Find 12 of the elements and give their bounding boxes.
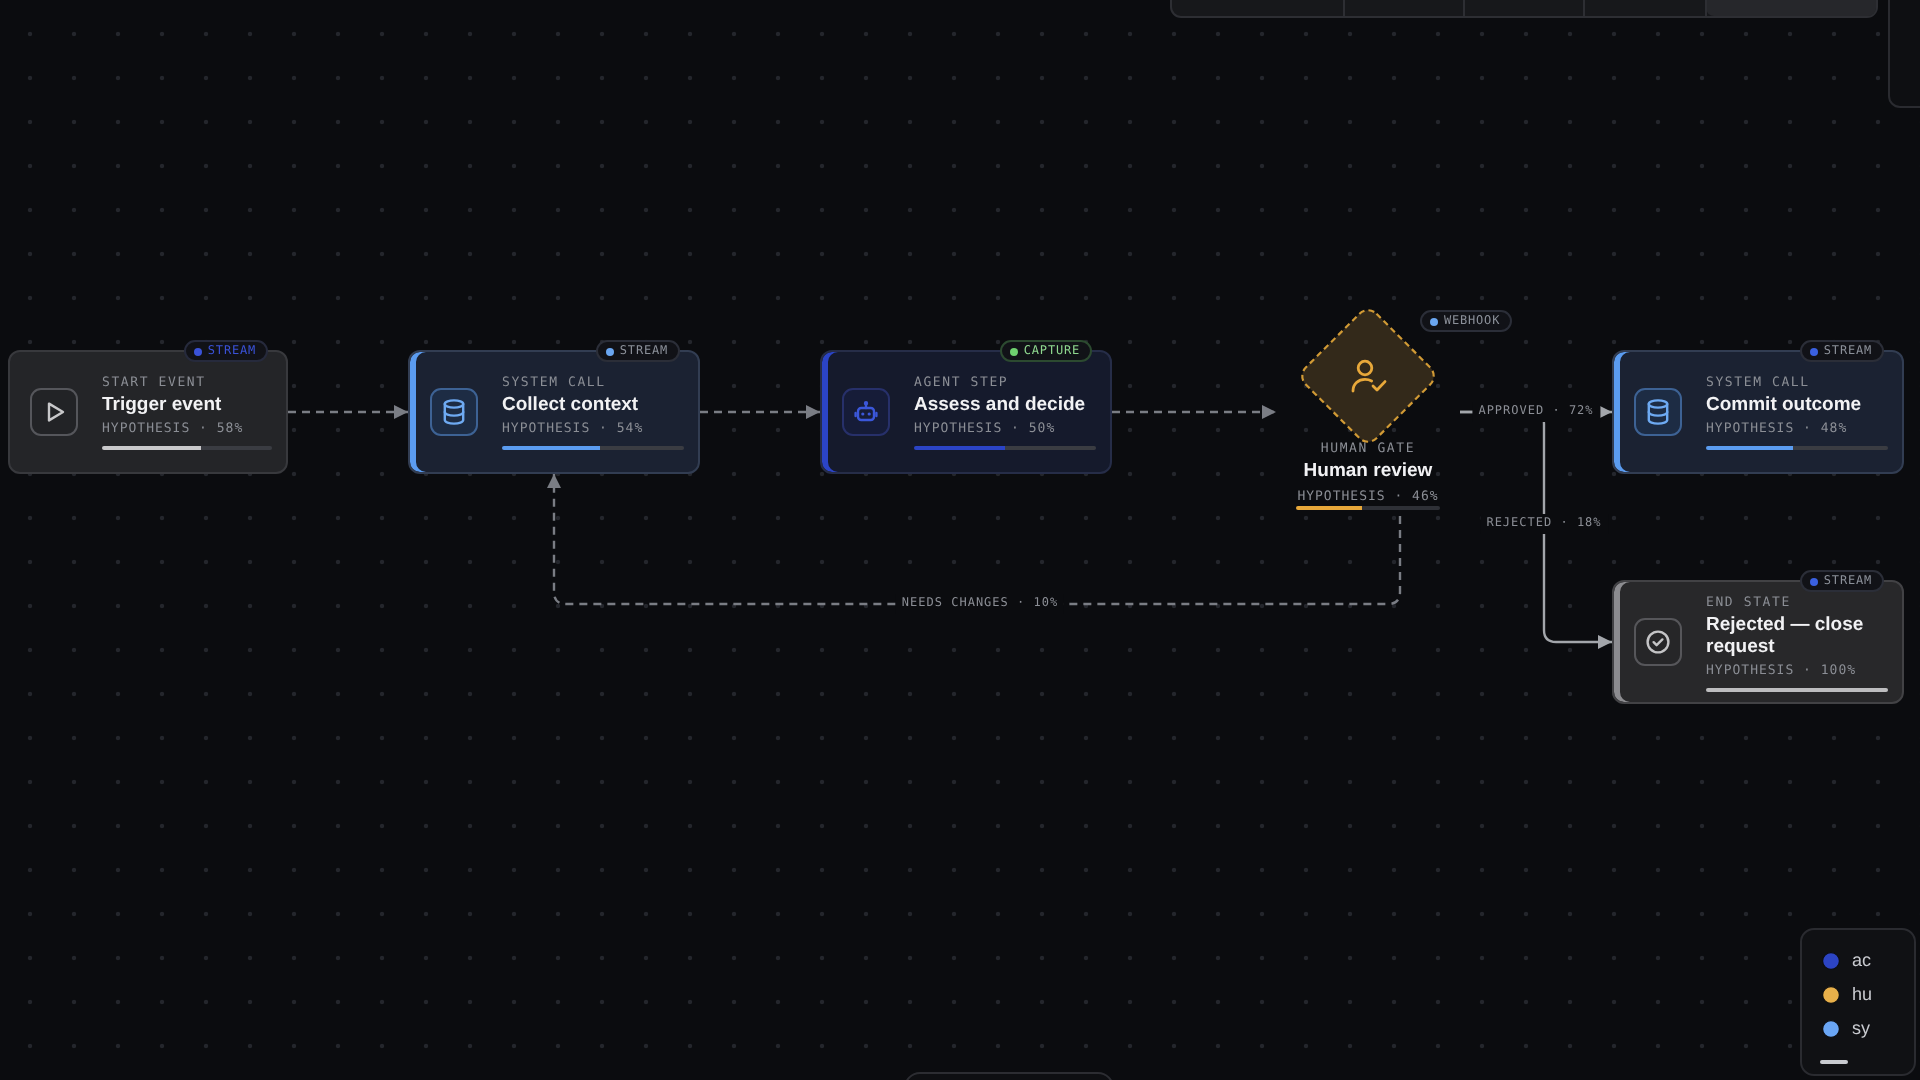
arrow — [700, 405, 820, 419]
arrow — [288, 405, 408, 419]
legend-label: sy — [1852, 1018, 1870, 1040]
step-title: Human review — [1301, 460, 1435, 483]
step-title: Assess and decide — [914, 394, 1088, 418]
step-title: Trigger event — [102, 394, 224, 418]
arrow — [1112, 405, 1276, 419]
step-title: Commit outcome — [1706, 394, 1864, 418]
legend-label: ac — [1852, 950, 1872, 972]
step-title: Rejected — close request — [1706, 613, 1866, 659]
legend-label: hu — [1852, 984, 1873, 1006]
step-title: Collect context — [502, 394, 641, 418]
